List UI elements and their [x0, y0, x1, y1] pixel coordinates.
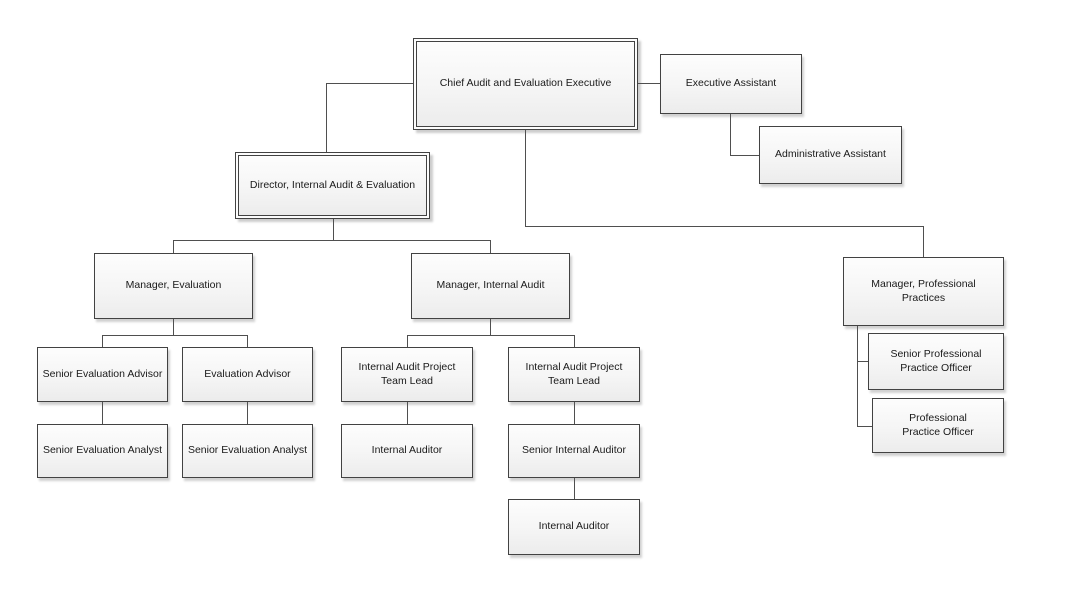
node-label: Internal Audit Project Team Lead [358, 360, 456, 387]
node-senior-evaluation-analyst-2[interactable]: Senior Evaluation Analyst [182, 424, 313, 478]
connector-advisor-analyst-1 [102, 402, 103, 424]
connector-manager-audit-down [490, 319, 491, 335]
connector-drop-senior-evaluation-advisor [102, 335, 103, 347]
connector-lead2-senior-auditor [574, 402, 575, 424]
node-senior-professional-practice-officer[interactable]: Senior Professional Practice Officer [868, 333, 1004, 390]
node-label: Director, Internal Audit & Evaluation [249, 178, 416, 191]
node-manager-evaluation[interactable]: Manager, Evaluation [94, 253, 253, 319]
connector-exec-admin-v [730, 114, 731, 155]
node-label: Senior Internal Auditor [522, 444, 626, 457]
node-label: Administrative Assistant [775, 148, 886, 161]
node-label: Senior Evaluation Analyst [42, 444, 163, 457]
connector-evaluation-branch-h [102, 335, 247, 336]
node-inner-frame: Director, Internal Audit & Evaluation [238, 155, 427, 216]
connector-chief-exec-assistant [638, 83, 660, 84]
connector-advisor-analyst-2 [247, 402, 248, 424]
connector-chief-down-v [525, 130, 526, 226]
connector-chief-profpractices-h [525, 226, 923, 227]
node-internal-audit-project-team-lead-2[interactable]: Internal Audit Project Team Lead [508, 347, 640, 402]
node-label: Evaluation Advisor [204, 367, 291, 380]
connector-director-down-v [333, 219, 334, 240]
node-manager-professional-practices[interactable]: Manager, Professional Practices [843, 257, 1004, 326]
connector-senior-auditor-auditor [574, 478, 575, 499]
node-administrative-assistant[interactable]: Administrative Assistant [759, 126, 902, 184]
connector-exec-admin-h [730, 155, 759, 156]
node-chief-audit-evaluation-executive[interactable]: Chief Audit and Evaluation Executive [413, 38, 638, 130]
node-label: Internal Auditor [538, 520, 610, 533]
node-director-internal-audit-evaluation[interactable]: Director, Internal Audit & Evaluation [235, 152, 430, 219]
connector-profpractices-drop-v [923, 226, 924, 257]
node-executive-assistant[interactable]: Executive Assistant [660, 54, 802, 114]
connector-stub-prof-officer [857, 426, 872, 427]
node-internal-auditor-2[interactable]: Internal Auditor [508, 499, 640, 555]
node-evaluation-advisor[interactable]: Evaluation Advisor [182, 347, 313, 402]
connector-chief-director-h [326, 83, 413, 84]
connector-drop-manager-internal-audit [490, 240, 491, 253]
node-internal-auditor-1[interactable]: Internal Auditor [341, 424, 473, 478]
node-label: Executive Assistant [685, 77, 777, 90]
node-senior-internal-auditor[interactable]: Senior Internal Auditor [508, 424, 640, 478]
connector-audit-branch-h [407, 335, 574, 336]
connector-director-branch-h [173, 240, 490, 241]
node-manager-internal-audit[interactable]: Manager, Internal Audit [411, 253, 570, 319]
node-label: Chief Audit and Evaluation Executive [439, 77, 612, 90]
node-label: Manager, Evaluation [125, 279, 222, 292]
connector-drop-team-lead-1 [407, 335, 408, 347]
connector-drop-evaluation-advisor [247, 335, 248, 347]
connector-stub-senior-prof-officer [857, 361, 868, 362]
connector-drop-team-lead-2 [574, 335, 575, 347]
connector-lead1-auditor [407, 402, 408, 424]
node-label: Internal Auditor [371, 444, 443, 457]
node-internal-audit-project-team-lead-1[interactable]: Internal Audit Project Team Lead [341, 347, 473, 402]
connector-chief-director-v [326, 83, 327, 152]
node-label: Internal Audit Project Team Lead [525, 360, 623, 387]
node-label: Manager, Professional Practices [871, 277, 976, 304]
node-inner-frame: Chief Audit and Evaluation Executive [416, 41, 635, 127]
connector-drop-manager-evaluation [173, 240, 174, 253]
node-label: Senior Evaluation Analyst [187, 444, 308, 457]
node-label: Senior Professional Practice Officer [890, 347, 982, 374]
node-label: Professional Practice Officer [902, 411, 974, 438]
node-senior-evaluation-advisor[interactable]: Senior Evaluation Advisor [37, 347, 168, 402]
node-label: Manager, Internal Audit [436, 279, 545, 292]
connector-manager-evaluation-down [173, 319, 174, 335]
node-professional-practice-officer[interactable]: Professional Practice Officer [872, 398, 1004, 453]
node-label: Senior Evaluation Advisor [42, 367, 163, 380]
node-senior-evaluation-analyst-1[interactable]: Senior Evaluation Analyst [37, 424, 168, 478]
connector-profpractices-hang-v [857, 326, 858, 426]
